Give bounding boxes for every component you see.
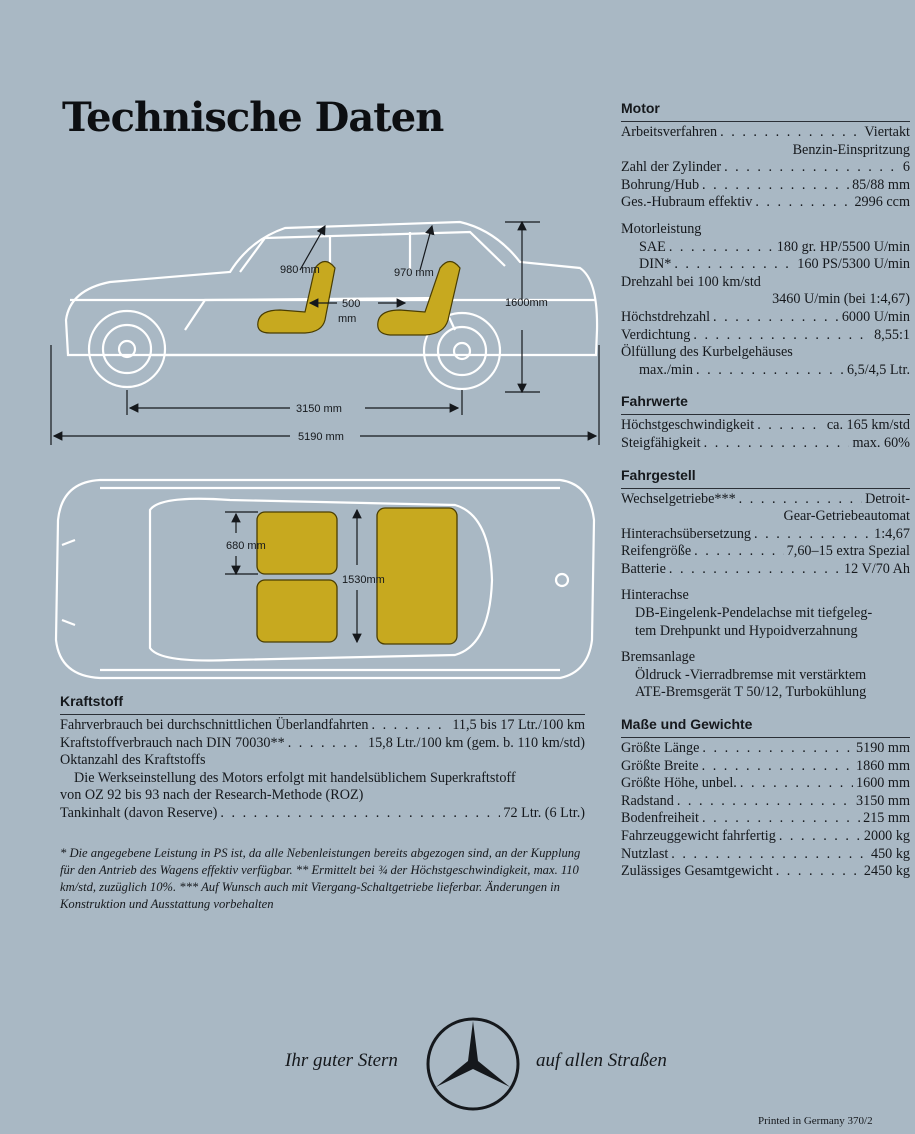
divider — [60, 714, 585, 715]
printed-note: Printed in Germany 370/2 — [758, 1115, 873, 1127]
spec-row: Radstand3150 mm — [621, 793, 910, 811]
spec-text: tem Drehpunkt und Hypoidverzahnung — [635, 622, 858, 639]
dim-height: 1600mm — [505, 297, 548, 309]
spec-row: Steigfähigkeitmax. 60% — [621, 435, 910, 453]
spec-row: Größte Breite1860 mm — [621, 758, 910, 776]
motto-left: Ihr guter Stern — [285, 1050, 398, 1071]
spec-row: Größte Länge5190 mm — [621, 740, 910, 758]
spec-row: DIN*160 PS/5300 U/min — [621, 256, 910, 274]
spec-row: max./min6,5/4,5 Ltr. — [621, 362, 910, 380]
spec-row: Nutzlast450 kg — [621, 846, 910, 864]
divider — [621, 414, 910, 416]
dim-front-headroom: 980 mm — [280, 264, 320, 276]
spec-label: Bremsanlage — [621, 649, 696, 666]
spec-row: Zahl der Zylinder6 — [621, 159, 910, 177]
spec-row: Bodenfreiheit215 mm — [621, 810, 910, 828]
spec-row: Verdichtung8,55:1 — [621, 327, 910, 345]
spec-row: Zulässiges Gesamtgewicht2450 kg — [621, 863, 910, 881]
spec-row: Batterie12 V/70 Ah — [621, 561, 910, 579]
spec-row: Hinterachsübersetzung1:4,67 — [621, 526, 910, 544]
dim-legroom-unit: mm — [338, 313, 356, 325]
spec-text: von OZ 92 bis 93 nach der Research-Metho… — [60, 787, 364, 804]
spec-label: Oktanzahl des Kraftstoffs — [60, 752, 206, 769]
spec-row: Höchstdrehzahl6000 U/min — [621, 309, 910, 327]
spec-row: Tankinhalt (davon Reserve)72 Ltr. (6 Ltr… — [60, 805, 585, 823]
spec-row: Wechselgetriebe***Detroit- — [621, 491, 910, 509]
page-title: Technische Daten — [62, 94, 444, 141]
spec-text: DB-Eingelenk-Pendelachse mit tiefgeleg- — [635, 605, 873, 622]
footnote: * Die angegebene Leistung in PS ist, da … — [60, 846, 581, 911]
spec-row: Höchstgeschwindigkeitca. 165 km/std — [621, 417, 910, 435]
spec-column: Motor ArbeitsverfahrenViertakt Benzin-Ei… — [621, 100, 910, 881]
spec-row: Kraftstoffverbrauch nach DIN 70030**15,8… — [60, 735, 585, 753]
kraftstoff-section: Kraftstoff Fahrverbrauch bei durchschnit… — [60, 693, 585, 823]
divider — [621, 487, 910, 489]
dim-rear-headroom: 970 mm — [394, 267, 434, 279]
spec-label: Drehzahl bei 100 km/std — [621, 273, 761, 290]
fahrgestell-heading: Fahrgestell — [621, 466, 696, 483]
spec-text: ATE-Bremsgerät T 50/12, Turbokühlung — [635, 684, 867, 701]
seat-front-side — [257, 260, 336, 334]
car-top-view — [54, 478, 596, 680]
spec-value: 3460 U/min (bei 1:4,67) — [772, 291, 910, 308]
spec-row-cont: Gear-Getriebeautomat — [783, 508, 910, 525]
spec-text: Die Werkseinstellung des Motors erfolgt … — [74, 769, 516, 786]
seats-top — [256, 507, 458, 645]
dim-wheelbase: 3150 mm — [296, 403, 342, 415]
spec-row: Fahrzeuggewicht fahrfertig2000 kg — [621, 828, 910, 846]
dim-seat-width: 680 mm — [226, 540, 266, 552]
spec-label: Hinterachse — [621, 587, 689, 604]
spec-label: Motorleistung — [621, 220, 702, 237]
car-diagram: 980 mm 970 mm 500 mm 1600mm 3150 mm 5190… — [50, 220, 600, 680]
spec-label: Ölfüllung des Kurbelgehäuses — [621, 344, 793, 361]
mercedes-star-icon — [426, 1017, 520, 1111]
motor-heading: Motor — [621, 100, 660, 116]
divider — [621, 737, 910, 739]
spec-row: Fahrverbrauch bei durchschnittlichen Übe… — [60, 717, 585, 735]
dim-legroom: 500 — [342, 298, 360, 310]
fahrwerte-heading: Fahrwerte — [621, 393, 688, 410]
seat-rear-side — [377, 260, 461, 336]
masse-heading: Maße und Gewichte — [621, 716, 753, 733]
spec-row: Reifengröße7,60–15 extra Spezial — [621, 543, 910, 561]
spec-row-cont: Benzin-Einspritzung — [792, 141, 910, 158]
dim-length: 5190 mm — [298, 431, 344, 443]
spec-row: SAE180 gr. HP/5500 U/min — [621, 239, 910, 257]
spec-row: Ges.-Hubraum effektiv2996 ccm — [621, 194, 910, 212]
kraftstoff-heading: Kraftstoff — [60, 693, 123, 709]
spec-row: ArbeitsverfahrenViertakt — [621, 124, 910, 142]
motto-right: auf allen Straßen — [536, 1050, 667, 1071]
spec-row: Größte Höhe, unbel.1600 mm — [621, 775, 910, 793]
divider — [621, 121, 910, 122]
spec-text: Öldruck -Vierradbremse mit verstärktem — [635, 666, 867, 683]
spec-row: Bohrung/Hub85/88 mm — [621, 177, 910, 195]
dim-interior-width: 1530mm — [342, 574, 385, 586]
